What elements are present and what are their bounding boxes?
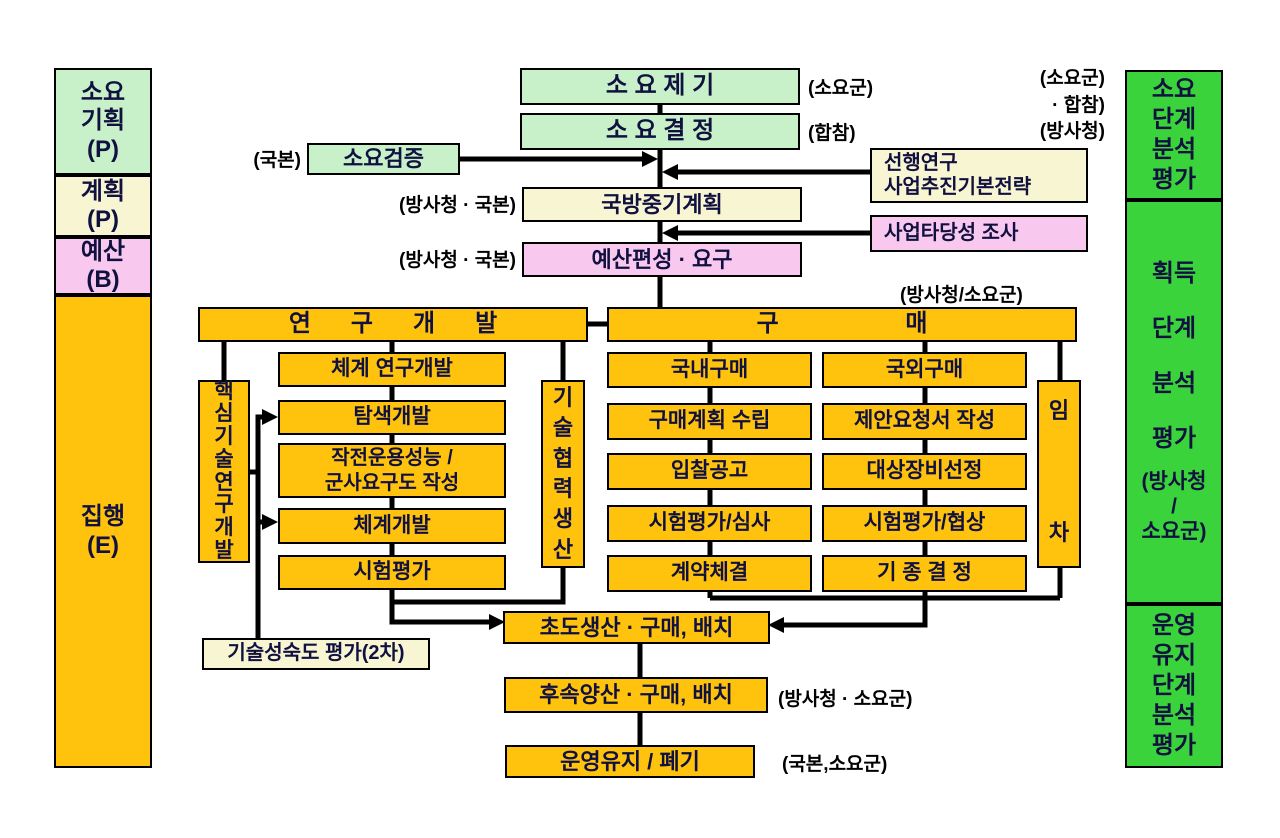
purchase-test-eval-review: 시험평가/심사 — [607, 505, 812, 542]
purchase-org-label: (방사청/소요군) — [900, 285, 1023, 306]
rnd-step-exploratory-dev: 탐색개발 — [278, 400, 506, 435]
phase-requirement-planning: 소요 기획 (P) — [54, 68, 152, 175]
analysis-requirement-stage: 소요 단계 분석 평가 — [1125, 70, 1223, 200]
purchase-contract: 계약체결 — [607, 555, 812, 592]
budget-formulation-box: 예산편성 · 요구 — [522, 242, 802, 277]
purchase-header-box: 구 매 — [607, 307, 1077, 342]
purchase-equipment-selection: 대상장비선정 — [822, 453, 1027, 490]
analysis-acquisition-stage: 획득 단계 분석 평가 (방사청 / 소요군) — [1125, 200, 1223, 604]
phase-budget: 예산 (B) — [54, 237, 152, 295]
initial-production-box: 초도생산 · 구매, 배치 — [503, 611, 770, 644]
requirement-verification-org-label: (국본) — [253, 150, 301, 171]
purchase-test-eval-negotiation: 시험평가/협상 — [822, 505, 1027, 542]
rnd-step-system-dev: 체계개발 — [278, 508, 506, 544]
phase-planning: 계획 (P) — [54, 175, 152, 237]
tech-cooperation-production-box: 기 술 협 력 생 산 — [541, 380, 585, 568]
midterm-plan-box: 국방중기계획 — [522, 187, 802, 222]
purchase-plan: 구매계획 수립 — [607, 403, 812, 440]
requirement-decision-box: 소 요 결 정 — [520, 113, 800, 150]
follow-on-org-label: (방사청 · 소요군) — [778, 689, 913, 710]
rental-box-bottom-char: 차 — [1048, 520, 1070, 546]
requirement-raise-box: 소 요 제 기 — [520, 68, 800, 105]
requirement-decision-org-label: (합참) — [808, 123, 856, 144]
top-right-org-note: (소요군) · 합참) (방사청) — [1039, 68, 1105, 143]
rnd-header-box: 연 구 개 발 — [198, 307, 588, 342]
purchase-rfp: 제안요청서 작성 — [822, 403, 1027, 440]
analysis-acquisition-stage-label: 획득 단계 분석 평가 — [1151, 259, 1197, 453]
requirement-verification-box: 소요검증 — [307, 143, 460, 175]
budget-formulation-org-label: (방사청 · 국본) — [399, 250, 516, 271]
purchase-bid-announcement: 입찰공고 — [607, 453, 812, 490]
rnd-step-requirements-doc: 작전운용성능 / 군사요구도 작성 — [278, 443, 506, 498]
tech-readiness-assessment-box: 기술성숙도 평가(2차) — [202, 638, 430, 670]
rental-box-top-char: 임 — [1048, 398, 1070, 423]
follow-on-production-box: 후속양산 · 구매, 배치 — [504, 677, 768, 713]
rnd-step-test-eval: 시험평가 — [278, 555, 506, 590]
purchase-domestic: 국내구매 — [607, 352, 812, 388]
purchase-model-decision: 기 종 결 정 — [822, 555, 1027, 592]
midterm-plan-org-label: (방사청 · 국본) — [399, 195, 516, 216]
purchase-foreign: 국외구매 — [822, 352, 1027, 388]
phase-execution: 집행 (E) — [54, 295, 152, 768]
operation-disposal-box: 운영유지 / 폐기 — [505, 745, 755, 778]
core-tech-rnd-box: 핵 심 기 술 연 구 개 발 — [198, 380, 250, 563]
analysis-operation-stage: 운영 유지 단계 분석 평가 — [1125, 604, 1223, 768]
rental-box: 임 차 — [1037, 380, 1081, 568]
feasibility-study-box: 사업타당성 조사 — [870, 215, 1088, 252]
rnd-step-system-rnd: 체계 연구개발 — [278, 352, 506, 387]
operation-disposal-org-label: (국본,소요군) — [782, 754, 888, 775]
analysis-acquisition-stage-org: (방사청 / 소요군) — [1141, 469, 1207, 544]
requirement-raise-org-label: (소요군) — [808, 78, 874, 99]
prior-research-box: 선행연구 사업추진기본전략 — [870, 148, 1088, 203]
